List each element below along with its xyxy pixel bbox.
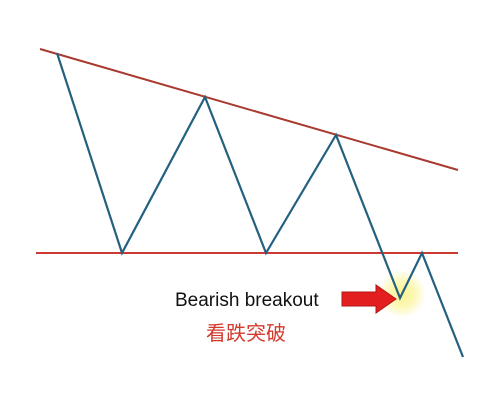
bearish-breakout-label-cn: 看跌突破 bbox=[206, 321, 286, 345]
price-zigzag-line bbox=[55, 52, 465, 358]
descending-resistance-line bbox=[39, 48, 459, 171]
red-arrow-icon bbox=[341, 284, 397, 314]
bearish-breakout-label: Bearish breakout bbox=[175, 290, 319, 311]
